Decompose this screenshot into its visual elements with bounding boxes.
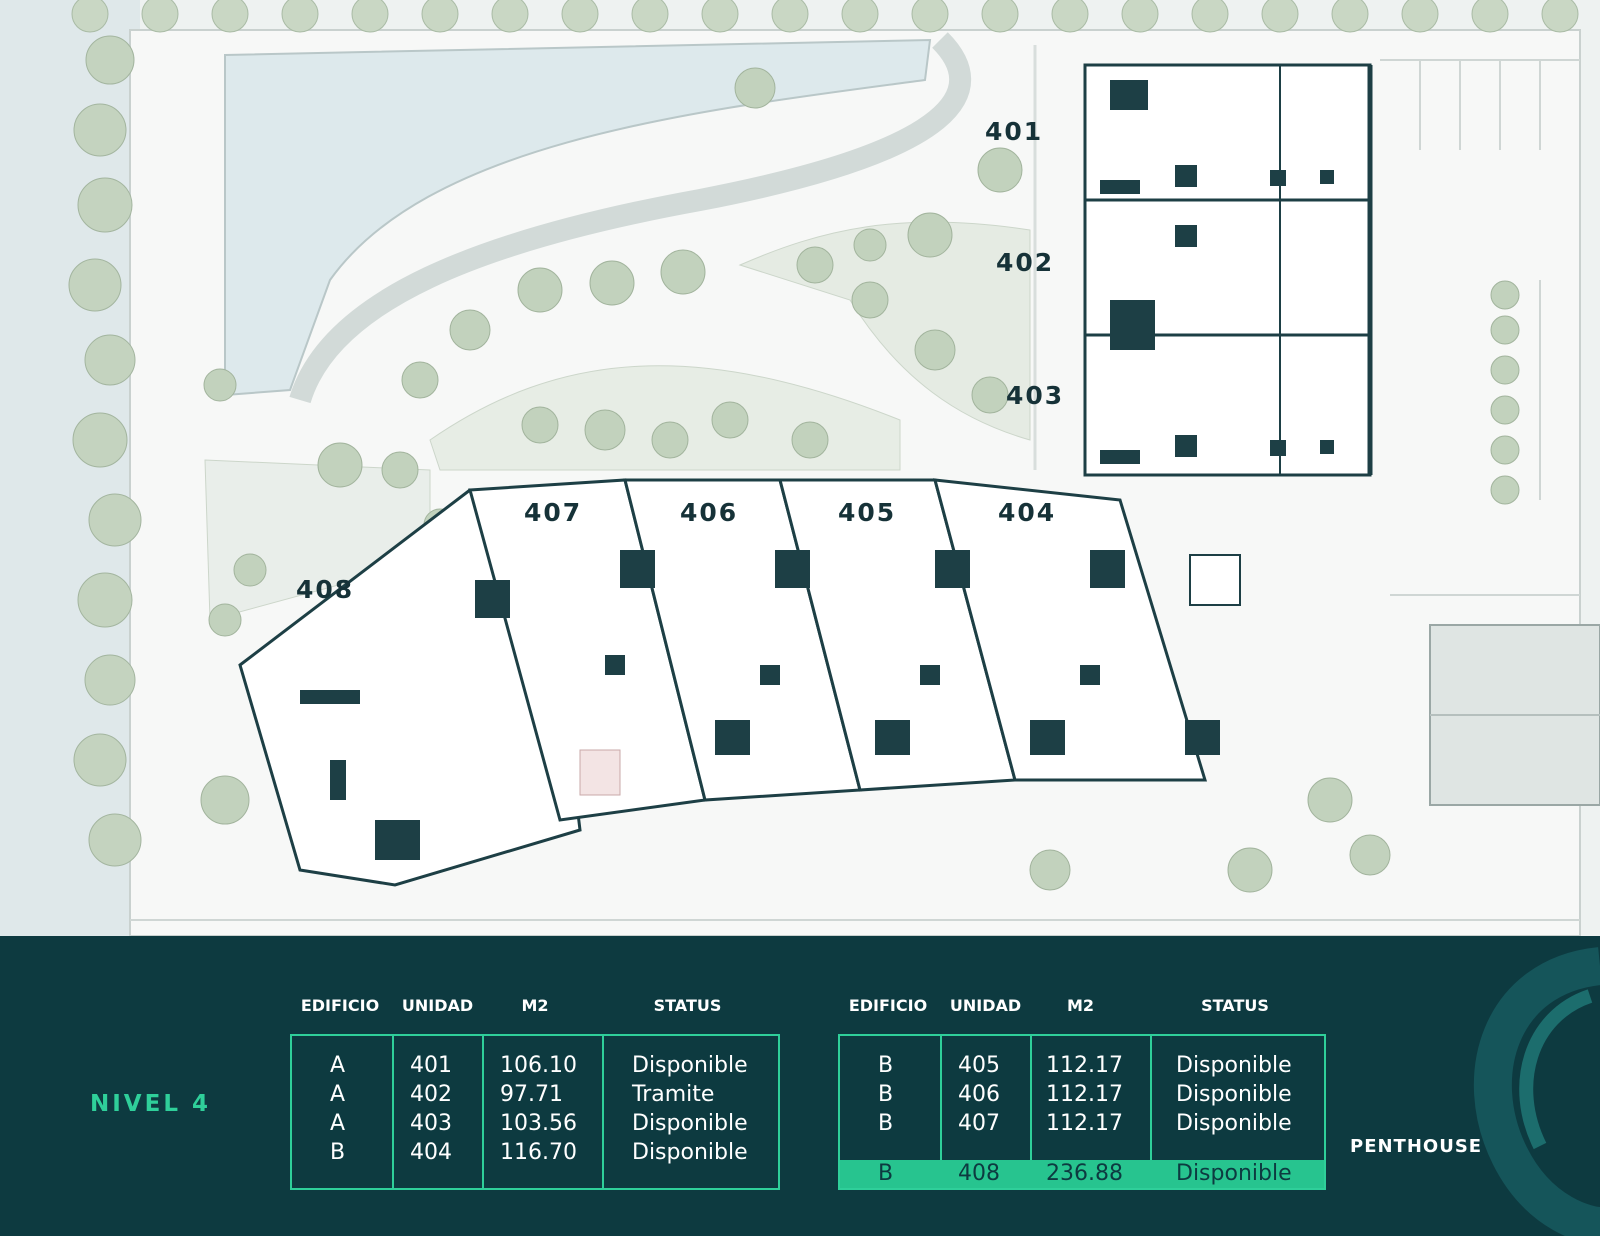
penthouse-note: PENTHOUSE [1350, 1136, 1483, 1157]
header-edificio-left: EDIFICIO [300, 996, 380, 1015]
header-edificio-right: EDIFICIO [848, 996, 928, 1015]
cell-unidad: 406 [958, 1082, 1000, 1107]
unit-label-404: 404 [998, 498, 1057, 527]
table-row: B 404 116.70 Disponible [292, 1139, 778, 1167]
cell-status: Disponible [1176, 1161, 1292, 1186]
table-row: A 401 106.10 Disponible [292, 1052, 778, 1080]
cell-status: Disponible [1176, 1082, 1292, 1107]
cell-status: Tramite [632, 1082, 715, 1107]
cell-m2: 103.56 [500, 1111, 577, 1136]
unit-label-402: 402 [996, 248, 1055, 277]
building-a-furniture [1100, 80, 1334, 464]
cell-m2: 97.71 [500, 1082, 563, 1107]
cell-status: Disponible [632, 1140, 748, 1165]
cell-edificio: B [878, 1053, 894, 1078]
parking-stalls [1380, 59, 1580, 596]
cell-edificio: A [330, 1111, 346, 1136]
cell-status: Disponible [632, 1111, 748, 1136]
unit-label-407: 407 [524, 498, 583, 527]
cell-edificio: B [878, 1111, 894, 1136]
table-row: B 405 112.17 Disponible [840, 1052, 1324, 1080]
unit-label-405: 405 [838, 498, 897, 527]
cell-m2: 112.17 [1046, 1053, 1123, 1078]
cell-edificio: B [878, 1082, 894, 1107]
cell-m2: 236.88 [1046, 1161, 1123, 1186]
tree-row-top [71, 0, 1579, 33]
building-a [1083, 63, 1373, 477]
table-row: A 402 97.71 Tramite [292, 1081, 778, 1109]
cell-unidad: 403 [410, 1111, 452, 1136]
unit-label-401: 401 [985, 117, 1044, 146]
header-unidad-left: UNIDAD [401, 996, 474, 1015]
site-floor-plan [0, 0, 1600, 936]
brand-swirl-graphic [1473, 947, 1600, 1236]
units-table-right: B 405 112.17 Disponible B 406 112.17 Dis… [838, 1034, 1326, 1190]
header-status-left: STATUS [653, 996, 722, 1015]
header-status-right: STATUS [1201, 996, 1269, 1015]
cell-m2: 116.70 [500, 1140, 577, 1165]
building-b-furniture [300, 550, 1220, 860]
table-row-highlighted: B 408 236.88 Disponible [840, 1160, 1324, 1188]
cell-edificio: A [330, 1053, 346, 1078]
tree-row-left [68, 35, 142, 867]
cell-m2: 112.17 [1046, 1082, 1123, 1107]
cell-unidad: 404 [410, 1140, 452, 1165]
table-row: B 407 112.17 Disponible [840, 1110, 1324, 1138]
cell-unidad: 408 [958, 1161, 1000, 1186]
header-m2-right: M2 [1066, 996, 1095, 1015]
cell-status: Disponible [632, 1053, 748, 1078]
cell-edificio: A [330, 1082, 346, 1107]
units-table-left: A 401 106.10 Disponible A 402 97.71 Tram… [290, 1034, 780, 1190]
unit-label-406: 406 [680, 498, 739, 527]
cell-edificio: B [330, 1140, 346, 1165]
cell-unidad: 402 [410, 1082, 452, 1107]
table-row: B 406 112.17 Disponible [840, 1081, 1324, 1109]
cell-unidad: 401 [410, 1053, 452, 1078]
header-m2-left: M2 [521, 996, 549, 1015]
cell-status: Disponible [1176, 1053, 1292, 1078]
cell-unidad: 407 [958, 1111, 1000, 1136]
unit-label-408: 408 [296, 575, 355, 604]
cell-m2: 112.17 [1046, 1111, 1123, 1136]
cell-m2: 106.10 [500, 1053, 577, 1078]
availability-panel: NIVEL 4 EDIFICIO UNIDAD M2 STATUS A 401 … [0, 936, 1600, 1236]
level-title: NIVEL 4 [90, 1091, 211, 1117]
cell-status: Disponible [1176, 1111, 1292, 1136]
table-row: A 403 103.56 Disponible [292, 1110, 778, 1138]
unit-label-403: 403 [1006, 381, 1065, 410]
cell-unidad: 405 [958, 1053, 1000, 1078]
cell-edificio: B [878, 1161, 894, 1186]
garden-trees [200, 67, 1520, 893]
header-unidad-right: UNIDAD [949, 996, 1022, 1015]
